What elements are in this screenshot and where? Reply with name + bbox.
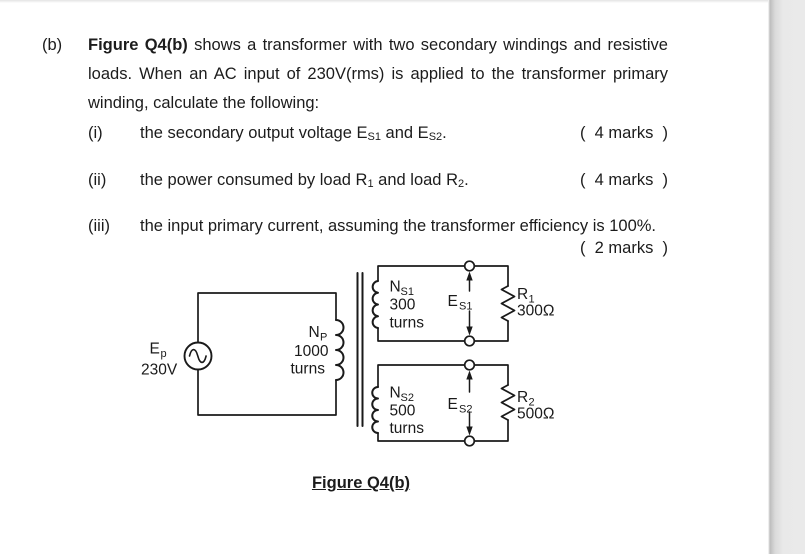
resistor-r2-value: 500Ω [517, 406, 554, 423]
subquestion-i-marks: ( 4 marks ) [579, 124, 668, 142]
question-intro: Figure Q4(b) shows a transformer with tw… [88, 31, 668, 118]
subscript: S1 [367, 131, 381, 143]
secondary1-winding-label: N [390, 279, 401, 296]
secondary1-terminal-bottom [463, 335, 476, 347]
subscript: 2 [458, 178, 465, 190]
resistor-r1-symbol [500, 285, 516, 322]
secondary2-terminal-top [463, 359, 476, 371]
transformer-core [356, 272, 364, 427]
source-voltage-label: E [150, 341, 160, 358]
subscript: 1 [367, 178, 374, 190]
secondary2-voltage-label: E [448, 396, 458, 413]
intro-text: shows a transformer with two secondary w… [88, 36, 668, 112]
secondary1-loop [377, 265, 509, 342]
secondary1-voltage-subscript: S1 [459, 301, 472, 313]
primary-winding-subscript: P [320, 332, 327, 344]
figure-caption: Figure Q4(b) [311, 474, 411, 492]
text-part: the power consumed by load R [140, 171, 368, 189]
resistor-r2-symbol [500, 384, 516, 421]
secondary2-voltage-subscript: S2 [459, 404, 472, 416]
primary-turns-word: turns [291, 361, 326, 378]
subquestion-ii-text: the power consumed by load R1 and load R… [140, 170, 469, 194]
subquestion-iii-text: the input primary current, assuming the … [140, 216, 656, 236]
secondary2-turns-value: 500 [390, 403, 416, 420]
primary-turns-value: 1000 [294, 343, 329, 360]
arrowhead-down-es2 [466, 426, 473, 436]
subquestion-i-text: the secondary output voltage ES1 and ES2… [140, 123, 447, 147]
question-part-label: (b) [42, 36, 63, 54]
ac-sine-icon [188, 348, 207, 364]
resistor-r1-subscript: 1 [529, 294, 535, 306]
text-part: . [442, 124, 447, 142]
subquestion-ii: (ii) the power consumed by load R1 and l… [88, 170, 668, 190]
subscript: S2 [428, 131, 443, 143]
subquestion-ii-marks: ( 4 marks ) [579, 171, 668, 189]
arrowhead-up-es2 [466, 370, 473, 380]
resistor-r2-label: R [517, 389, 528, 406]
secondary2-winding [371, 386, 379, 434]
arrowhead-up-es1 [466, 271, 473, 281]
text-part: and E [380, 124, 429, 142]
resistor-r1-value: 300Ω [517, 303, 554, 320]
text-part: the secondary output voltage E [140, 124, 368, 142]
page-right-gutter [768, 0, 805, 554]
resistor-r2-subscript: 2 [529, 397, 535, 409]
text-part: the input primary current, assuming the … [140, 217, 657, 235]
source-voltage-value: 230V [141, 362, 178, 379]
secondary1-terminal-top [463, 260, 476, 272]
primary-winding-label: N [309, 324, 320, 341]
subquestion-i: (i) the secondary output voltage ES1 and… [88, 123, 668, 143]
page-top-edge [0, 0, 768, 3]
secondary1-voltage-label: E [448, 293, 458, 310]
source-voltage-subscript: p [161, 348, 167, 360]
secondary1-turns-value: 300 [390, 297, 416, 314]
text-part: and load R [373, 171, 458, 189]
secondary2-loop [377, 364, 509, 442]
subquestion-ii-label: (ii) [88, 171, 107, 189]
secondary1-winding-subscript: S1 [401, 286, 414, 298]
secondary1-winding [371, 280, 379, 329]
subquestion-iii-marks: ( 2 marks ) [579, 239, 668, 257]
secondary2-turns-word: turns [390, 420, 425, 437]
subquestion-iii: (iii) the input primary current, assumin… [88, 216, 668, 236]
text-part: . [464, 171, 469, 189]
secondary2-terminal-bottom [463, 435, 476, 447]
resistor-r1-label: R [517, 286, 528, 303]
secondary2-winding-subscript: S2 [401, 392, 414, 404]
secondary1-turns-word: turns [390, 315, 425, 332]
arrowhead-down-es1 [466, 326, 473, 336]
subquestion-iii-label: (iii) [88, 217, 110, 235]
secondary2-winding-label: N [390, 385, 401, 402]
figure-reference-bold: Figure Q4(b) [88, 36, 188, 54]
primary-winding [335, 319, 345, 381]
subquestion-i-label: (i) [88, 124, 103, 142]
